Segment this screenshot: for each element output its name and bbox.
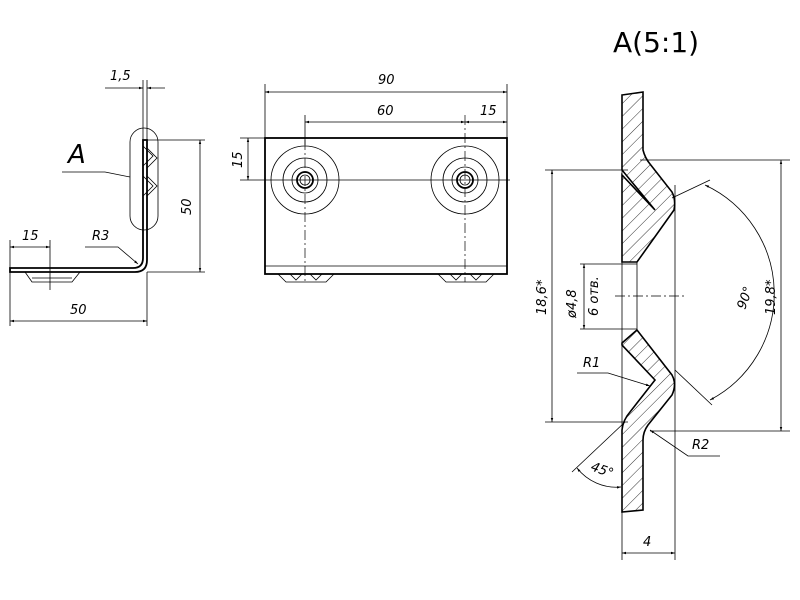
hole-spacing-dimension: 60 bbox=[377, 104, 394, 119]
width-dimension: 90 bbox=[378, 73, 395, 88]
detail-a-outline bbox=[129, 127, 159, 231]
detail-title: A(5:1) bbox=[613, 26, 699, 59]
radius-2-label: R2 bbox=[692, 438, 709, 453]
emboss-outer-dimension: 19,8* bbox=[764, 279, 779, 315]
bend-radius-label: R3 bbox=[92, 229, 109, 244]
angle-45-label: 45° bbox=[589, 460, 616, 482]
emboss-inner-dimension: 18,6* bbox=[535, 279, 550, 315]
view-marker-a: A bbox=[66, 140, 86, 170]
depth-dimension: 4 bbox=[643, 535, 651, 550]
detail-view: A(5:1) 18,6* 19,8* ø4,8 6 отв. 90° R1 R2 bbox=[535, 26, 790, 560]
length-dimension: 50 bbox=[70, 303, 87, 318]
side-view: 1,5 A 50 15 R3 50 bbox=[9, 69, 205, 326]
hole-diameter-label: ø4,8 bbox=[565, 289, 580, 319]
hole-offset-dimension: 15 bbox=[22, 229, 39, 244]
height-dimension: 50 bbox=[180, 198, 195, 215]
hole-height-dimension: 15 bbox=[231, 151, 246, 168]
front-view: 90 60 15 15 bbox=[231, 73, 510, 283]
hole-count-label: 6 отв. bbox=[587, 276, 602, 316]
angle-90-label: 90° bbox=[735, 285, 757, 312]
hole-edge-offset-dimension: 15 bbox=[480, 104, 497, 119]
thickness-dimension: 1,5 bbox=[110, 69, 131, 84]
radius-1-label: R1 bbox=[583, 356, 600, 371]
